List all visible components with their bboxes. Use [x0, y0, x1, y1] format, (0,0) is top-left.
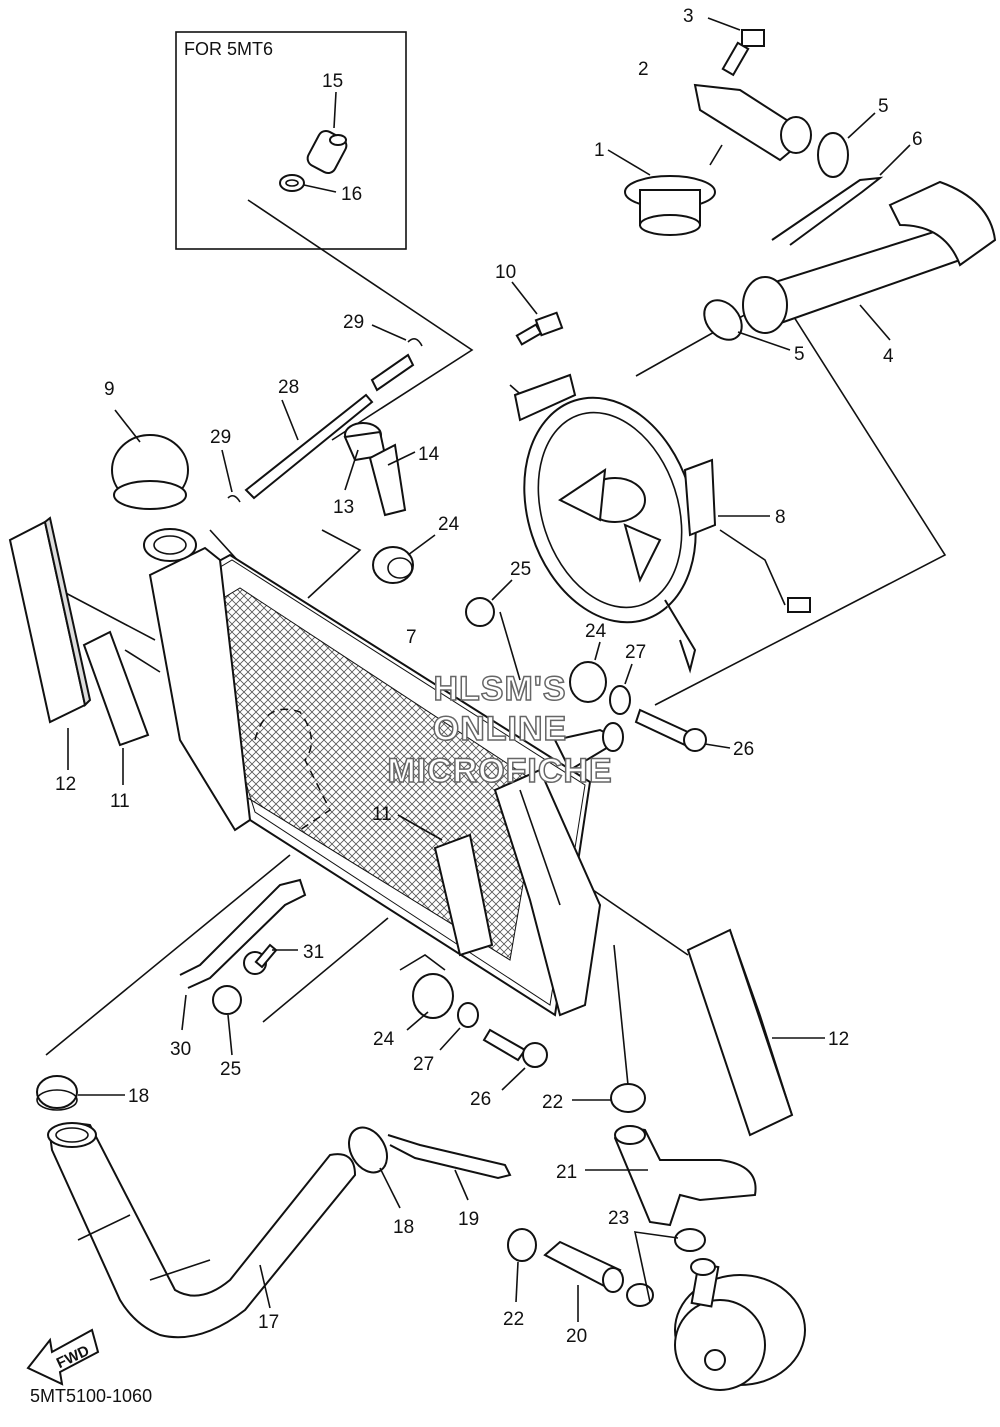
callout-11-center: 11 — [372, 804, 392, 825]
callout-19: 19 — [458, 1209, 479, 1230]
part-26-bolt-1 — [634, 708, 707, 752]
watermark: HLSM'S ONLINE MICROFICHE — [387, 669, 613, 791]
part-15-hose — [306, 130, 348, 174]
callout-18-middle: 18 — [393, 1217, 414, 1238]
callout-13: 13 — [333, 497, 354, 518]
radiator-outlet-pipe — [553, 722, 624, 772]
callout-5-lower: 5 — [794, 344, 805, 365]
callout-21: 21 — [556, 1162, 577, 1183]
part-7-radiator — [143, 528, 602, 1017]
callout-23: 23 — [608, 1208, 629, 1229]
part-12-air-guide-right — [686, 928, 794, 1137]
part-22-clamp-lower — [507, 1228, 537, 1262]
callout-14: 14 — [418, 444, 440, 465]
callout-5-upper: 5 — [878, 96, 889, 117]
part-4-hose-upper — [742, 180, 997, 341]
inset-box: FOR 5MT6 — [175, 31, 407, 250]
part-24-damper-1 — [372, 546, 414, 584]
part-10-bolt — [515, 311, 564, 346]
part-30-bracket — [179, 878, 307, 989]
part-24-damper-3 — [412, 973, 454, 1019]
callout-28: 28 — [278, 377, 299, 398]
callout-31: 31 — [303, 942, 324, 963]
watermark-line-3: MICROFICHE — [387, 752, 612, 790]
part-29-clip-lower — [227, 494, 241, 503]
part-25-collar-2 — [212, 985, 242, 1015]
callout-6: 6 — [912, 129, 923, 150]
callout-26-right: 26 — [733, 739, 754, 760]
callout-20: 20 — [566, 1326, 587, 1347]
part-1-thermostat — [624, 144, 723, 236]
watermark-line-2: ONLINE — [433, 710, 567, 748]
callout-22-lower: 22 — [503, 1309, 524, 1330]
part-31-bolt — [243, 943, 278, 975]
callout-2: 2 — [638, 59, 649, 80]
part-22-clamp-upper — [610, 1083, 646, 1113]
callout-10: 10 — [495, 262, 516, 283]
fwd-arrow: FWD — [26, 1328, 100, 1386]
part-16-clamp — [279, 174, 305, 192]
inset-label: FOR 5MT6 — [184, 39, 273, 59]
part-27-washer-1 — [609, 685, 631, 715]
callout-15: 15 — [322, 71, 343, 92]
callout-1: 1 — [594, 140, 605, 161]
callout-12-right: 12 — [828, 1029, 849, 1050]
callout-4: 4 — [883, 346, 894, 367]
callout-25-lower: 25 — [220, 1059, 241, 1080]
part-28-hose — [244, 353, 415, 500]
footer-code: 5MT5100-1060 — [30, 1386, 152, 1406]
part-2-thermostat-cover — [693, 83, 812, 162]
part-18-clamp-middle — [348, 1126, 388, 1174]
callout-7: 7 — [406, 627, 417, 648]
callout-30: 30 — [170, 1039, 191, 1060]
callout-26-lower: 26 — [470, 1089, 491, 1110]
part-23-clamp-1 — [674, 1228, 706, 1252]
part-5-clamp-upper — [817, 132, 849, 178]
part-5-clamp-lower — [703, 299, 743, 341]
callout-24-upper: 24 — [438, 514, 460, 535]
callout-25-upper: 25 — [510, 559, 531, 580]
callout-24-middle: 24 — [585, 621, 607, 642]
part-13-grommet — [343, 422, 387, 462]
part-9-radiator-cap — [111, 409, 189, 510]
part-6-bracket — [771, 176, 884, 246]
part-25-collar-1 — [465, 597, 495, 627]
callout-9: 9 — [104, 379, 115, 400]
callout-17: 17 — [258, 1312, 279, 1333]
callout-labels: 1 2 3 4 5 5 6 7 8 9 10 11 11 12 12 13 14… — [55, 6, 923, 1347]
part-8-fan-motor — [513, 373, 811, 674]
callout-3: 3 — [683, 6, 694, 27]
callout-18-left: 18 — [128, 1086, 149, 1107]
callout-27-upper: 27 — [625, 642, 646, 663]
oil-cooler — [674, 1258, 806, 1391]
callout-16: 16 — [341, 184, 362, 205]
callout-12-left: 12 — [55, 774, 76, 795]
callout-29-lower: 29 — [210, 427, 231, 448]
watermark-line-1: HLSM'S — [433, 670, 566, 708]
callout-27-lower: 27 — [413, 1054, 434, 1075]
part-3-bolt — [721, 29, 765, 77]
part-11-air-guide-left — [82, 630, 150, 747]
callout-8: 8 — [775, 507, 786, 528]
part-18-clamp-left — [36, 1075, 78, 1111]
part-24-damper-2 — [569, 661, 607, 703]
callout-24-lower: 24 — [373, 1029, 395, 1050]
part-14-bracket — [368, 443, 407, 517]
part-11-air-guide-center — [433, 833, 494, 957]
part-21-pipe — [613, 1125, 757, 1227]
callout-22-upper: 22 — [542, 1092, 563, 1113]
part-19-bracket — [387, 1134, 512, 1180]
part-17-hose-lower — [47, 1122, 357, 1339]
part-23-clamp-2 — [626, 1283, 654, 1307]
part-26-bolt-2 — [482, 1028, 548, 1068]
callout-11-left: 11 — [110, 791, 130, 812]
part-12-air-guide-left — [8, 516, 92, 724]
part-29-clip-upper — [407, 338, 423, 347]
part-27-washer-2 — [457, 1002, 479, 1028]
part-20-hose-short — [543, 1240, 624, 1293]
callout-29-upper: 29 — [343, 312, 364, 333]
